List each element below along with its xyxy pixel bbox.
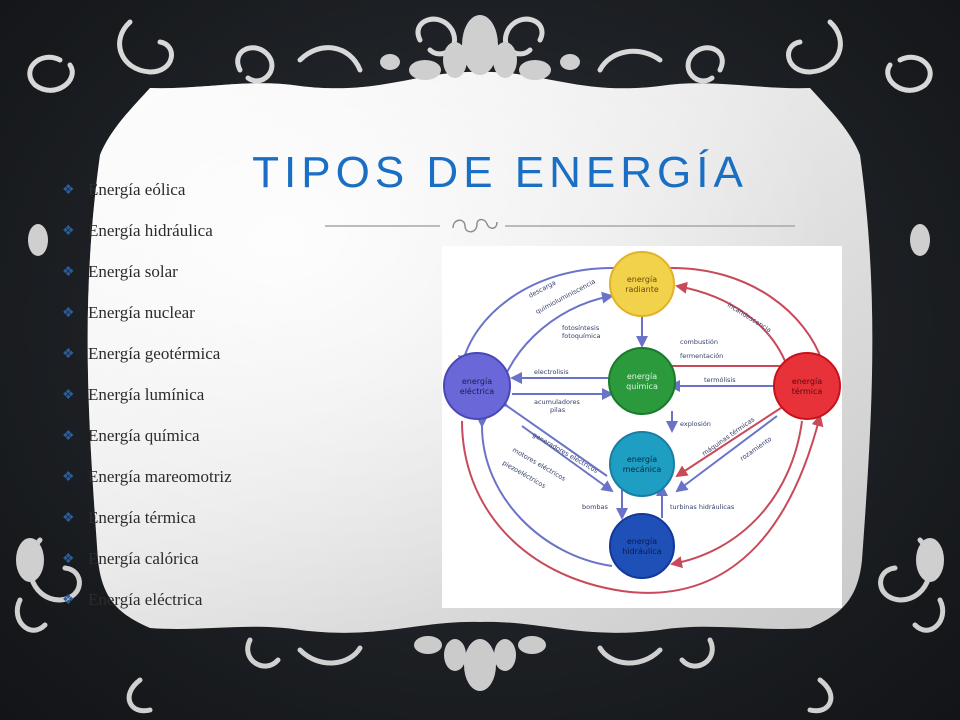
- node-hidraulica: energía hidráulica: [609, 513, 675, 579]
- diamond-bullet-icon: ❖: [62, 183, 75, 198]
- edge-label-electrolisis: electrolisis: [534, 368, 569, 376]
- list-item: ❖ Energía mareomotriz: [62, 467, 232, 508]
- edge-label-combustion: combustión: [680, 338, 718, 346]
- node-radiante-line1: energía: [627, 275, 657, 284]
- node-radiante: energía radiante: [609, 251, 675, 317]
- diamond-bullet-icon: ❖: [62, 347, 75, 362]
- diamond-bullet-icon: ❖: [62, 429, 75, 444]
- list-item: ❖ Energía térmica: [62, 508, 232, 549]
- list-item: ❖ Energía geotérmica: [62, 344, 232, 385]
- list-item-label: Energía térmica: [88, 508, 196, 527]
- node-quimica-line2: química: [626, 382, 658, 391]
- node-mecanica-circle: [609, 431, 675, 497]
- node-mecanica: energía mecánica: [609, 431, 675, 497]
- side-flourish: [16, 224, 944, 582]
- node-quimica-line1: energía: [627, 372, 657, 381]
- top-flourish: [27, 16, 933, 93]
- edge-label-fotoquimica: fotoquímica: [562, 332, 601, 340]
- diamond-bullet-icon: ❖: [62, 265, 75, 280]
- list-item: ❖ Energía calórica: [62, 549, 232, 590]
- node-electrica-circle: [443, 352, 511, 420]
- edge-label-termolisis: termólisis: [704, 376, 736, 384]
- node-hidraulica-line1: energía: [627, 537, 657, 546]
- diamond-bullet-icon: ❖: [62, 388, 75, 403]
- node-quimica-circle: [608, 347, 676, 415]
- list-item: ❖ Energía eólica: [62, 180, 232, 221]
- list-item-label: Energía lumínica: [88, 385, 205, 404]
- edge-label-pilas: pilas: [550, 406, 566, 414]
- slide-title: TIPOS DE ENERGÍA: [252, 148, 748, 197]
- diamond-bullet-icon: ❖: [62, 470, 75, 485]
- title-divider: [325, 218, 795, 233]
- outer-arrows: [458, 262, 824, 594]
- node-mecanica-line1: energía: [627, 455, 657, 464]
- top-center-crest: [380, 15, 580, 80]
- edge-label-rozamiento: rozamiento: [739, 435, 774, 463]
- edge-label-incandescencia: incandescencia: [726, 301, 773, 334]
- node-termica-circle: [773, 352, 841, 420]
- divider-swirl-icon: [452, 218, 498, 233]
- diamond-bullet-icon: ❖: [62, 511, 75, 526]
- list-item: ❖ Energía eléctrica: [62, 590, 232, 631]
- diamond-bullet-icon: ❖: [62, 552, 75, 567]
- node-quimica: energía química: [608, 347, 676, 415]
- list-item-label: Energía química: [88, 426, 200, 445]
- list-item-label: Energía geotérmica: [88, 344, 221, 363]
- edge-label-explosion: explosión: [680, 420, 711, 428]
- list-item-label: Energía mareomotriz: [88, 467, 232, 486]
- bottom-center-crest: [414, 636, 546, 691]
- energy-cycle-svg: energía radiante energía química energía…: [443, 251, 841, 594]
- node-hidraulica-circle: [609, 513, 675, 579]
- list-item-label: Energía nuclear: [88, 303, 195, 322]
- node-radiante-line2: radiante: [625, 285, 659, 294]
- energy-cycle-diagram: energía radiante energía química energía…: [442, 246, 842, 608]
- list-item-label: Energía eléctrica: [88, 590, 203, 609]
- node-electrica-line1: energía: [462, 377, 492, 386]
- list-item: ❖ Energía lumínica: [62, 385, 232, 426]
- list-item-label: Energía calórica: [88, 549, 199, 568]
- diamond-bullet-icon: ❖: [62, 224, 75, 239]
- node-mecanica-line2: mecánica: [623, 465, 662, 474]
- list-item: ❖ Energía química: [62, 426, 232, 467]
- diamond-bullet-icon: ❖: [62, 593, 75, 608]
- energy-type-list: ❖ Energía eólica ❖ Energía hidráulica ❖ Ene…: [62, 180, 232, 631]
- list-item-label: Energía eólica: [88, 180, 186, 199]
- node-hidraulica-line2: hidráulica: [622, 547, 661, 556]
- edge-label-turbinas: turbinas hidráulicas: [670, 503, 735, 511]
- list-item: ❖ Energía nuclear: [62, 303, 232, 344]
- list-item: ❖ Energía hidráulica: [62, 221, 232, 262]
- list-item: ❖ Energía solar: [62, 262, 232, 303]
- edge-label-acumuladores: acumuladores: [534, 398, 581, 406]
- node-termica: energía térmica: [773, 352, 841, 420]
- node-electrica: energía eléctrica: [443, 352, 511, 420]
- list-item-label: Energía solar: [88, 262, 178, 281]
- node-termica-line2: térmica: [792, 386, 823, 396]
- node-radiante-circle: [609, 251, 675, 317]
- edge-label-bombas: bombas: [582, 503, 609, 511]
- node-electrica-line2: eléctrica: [460, 386, 495, 396]
- list-item-label: Energía hidráulica: [88, 221, 213, 240]
- inner-arrows: [495, 311, 788, 520]
- diamond-bullet-icon: ❖: [62, 306, 75, 321]
- edge-label-fotosintesis: fotosíntesis: [562, 324, 600, 332]
- edge-label-fermentacion: fermentación: [680, 352, 723, 360]
- node-termica-line1: energía: [792, 377, 822, 386]
